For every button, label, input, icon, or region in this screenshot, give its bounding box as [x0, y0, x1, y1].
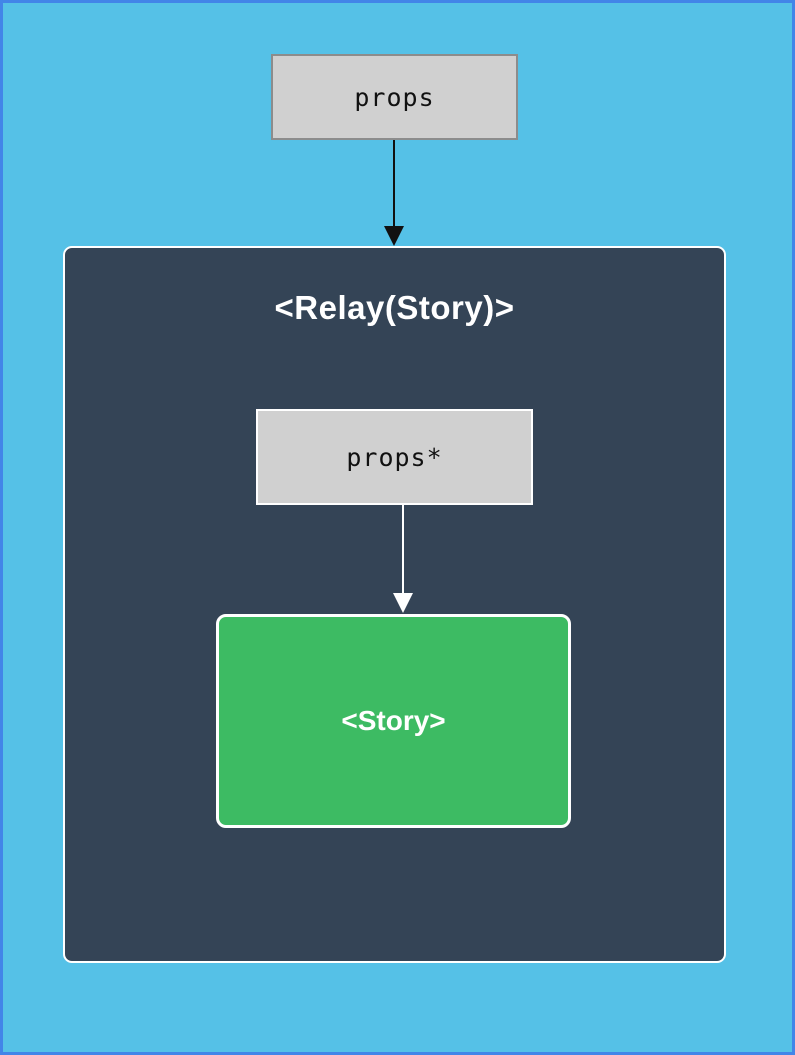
story-label: <Story>: [341, 705, 446, 736]
arrow-line: [402, 505, 404, 595]
arrow-line: [393, 140, 395, 228]
props-label: props: [354, 82, 435, 112]
arrow-head: [384, 226, 404, 246]
relay-container-title: <Relay(Story)>: [274, 289, 515, 326]
down-arrow-icon: [393, 505, 413, 613]
relay-story-container: <Relay(Story)> props* <Story>: [63, 246, 726, 963]
story-box: <Story>: [216, 614, 571, 828]
props-star-label: props*: [346, 442, 443, 472]
arrow-head: [393, 593, 413, 613]
down-arrow-icon: [384, 140, 404, 246]
props-star-box: props*: [256, 409, 533, 505]
props-box: props: [271, 54, 518, 140]
